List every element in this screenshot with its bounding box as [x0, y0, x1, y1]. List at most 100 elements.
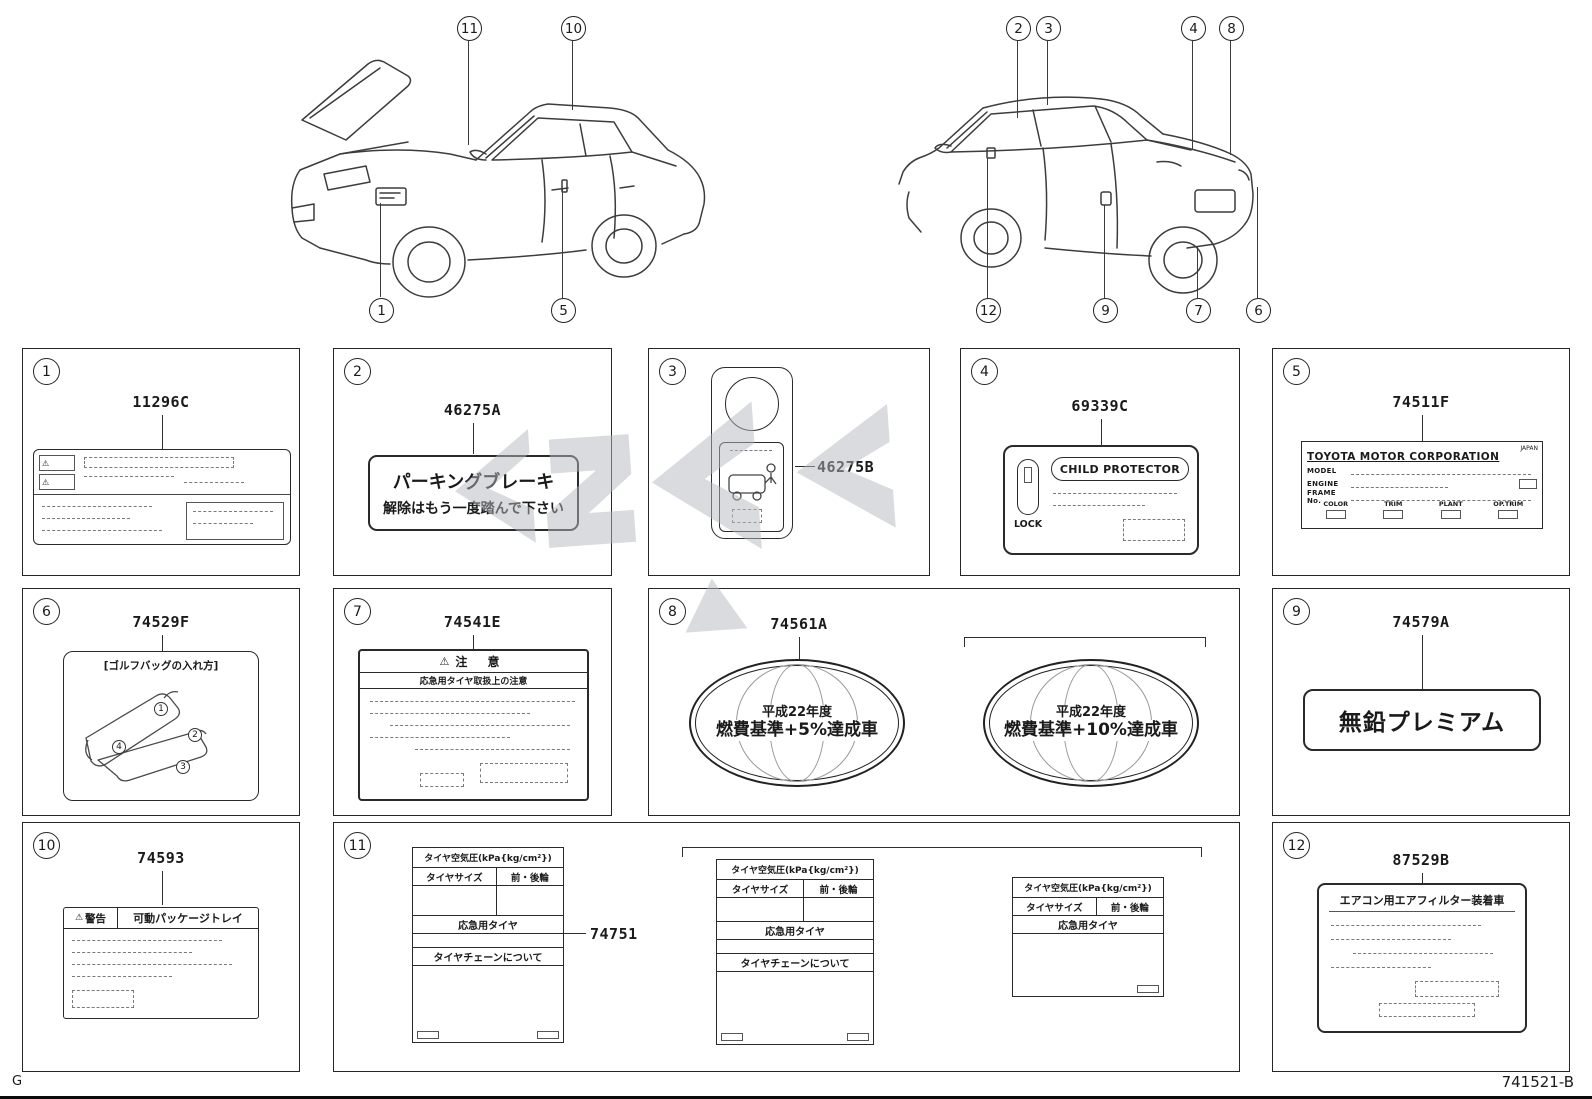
- placeholder-box: [732, 509, 762, 523]
- footer-rule: [0, 1096, 1592, 1099]
- callout-1[interactable]: 1: [369, 298, 394, 323]
- panel-7-number: 7: [344, 598, 371, 625]
- bracket-tick: [1205, 637, 1207, 647]
- part-number-74579A[interactable]: 74579A: [1392, 613, 1450, 631]
- callout-9[interactable]: 9: [1093, 298, 1118, 323]
- callout-3[interactable]: 3: [1036, 16, 1061, 41]
- panel-6: 6 74529F [ゴルフバッグの入れ方] 1 2 3 4: [22, 588, 300, 816]
- tire-pressure-table-1: タイヤ空気圧(kPa{kg/cm²}) タイヤサイズ 前・後輪 応急用タイヤ タ…: [412, 847, 564, 1043]
- leader-line: [473, 635, 475, 649]
- part-number-74751[interactable]: 74751: [590, 925, 638, 943]
- leader-line: [162, 635, 164, 651]
- part-number-74593[interactable]: 74593: [137, 849, 185, 867]
- tire-pressure-header: タイヤ空気圧(kPa{kg/cm²}): [1013, 878, 1163, 898]
- placeholder-line: [72, 940, 222, 941]
- warning-header: ⚠ 警告 可動パッケージトレイ: [64, 908, 258, 929]
- tire-size-label: タイヤサイズ: [717, 880, 805, 897]
- badge-year: 平成22年度: [1052, 704, 1130, 721]
- tire-pressure-table-3: タイヤ空気圧(kPa{kg/cm²}) タイヤサイズ 前・後輪 応急用タイヤ: [1012, 877, 1164, 997]
- badge-text: 燃費基準+10%達成車: [1002, 720, 1180, 742]
- part-number-87529B[interactable]: 87529B: [1392, 851, 1450, 869]
- table-empty-row: [413, 934, 563, 948]
- placeholder-line: [1351, 468, 1531, 475]
- hang-tag-body: [719, 442, 784, 532]
- leader-line: [1192, 41, 1194, 150]
- warning-text: 警告: [85, 912, 107, 925]
- placeholder-line: [193, 511, 273, 512]
- plate-model-label: MODEL: [1307, 467, 1337, 475]
- caution-title: 注 意: [455, 655, 508, 669]
- placeholder-line: [370, 701, 575, 702]
- warning-icon: ⚠: [74, 913, 84, 923]
- plate-country: JAPAN: [1520, 445, 1538, 452]
- leader-line: [795, 466, 815, 468]
- child-protector-title: CHILD PROTECTOR: [1051, 457, 1189, 481]
- parking-brake-label-line1: パーキングブレーキ: [392, 472, 555, 493]
- placeholder-line: [415, 749, 570, 750]
- panel-11-number: 11: [344, 832, 371, 859]
- badge-year: 平成22年度: [758, 704, 836, 721]
- callout-4[interactable]: 4: [1181, 16, 1206, 41]
- callout-2[interactable]: 2: [1006, 16, 1031, 41]
- placeholder-box: [721, 1033, 743, 1041]
- placeholder-line: [1331, 939, 1451, 940]
- tire-pressure-header: タイヤ空気圧(kPa{kg/cm²}): [717, 860, 873, 880]
- plate-color-col: COLOR: [1307, 500, 1365, 524]
- part-number-74541E[interactable]: 74541E: [443, 613, 502, 631]
- placeholder-line: [193, 523, 253, 524]
- leader-line: [162, 871, 164, 905]
- unleaded-premium-label: 無鉛プレミアム: [1303, 689, 1541, 751]
- callout-10[interactable]: 10: [561, 16, 586, 41]
- bracket-line: [964, 637, 1206, 639]
- warning-icon: ⚠: [39, 474, 75, 490]
- callout-7[interactable]: 7: [1186, 298, 1211, 323]
- car-front-three-quarter-drawing: [290, 59, 706, 298]
- leader-line: [162, 415, 164, 449]
- placeholder-line: [1053, 493, 1177, 494]
- callout-11[interactable]: 11: [457, 16, 482, 41]
- panel-10: 10 74593 ⚠ 警告 可動パッケージトレイ: [22, 822, 300, 1072]
- leader-line: [468, 41, 470, 145]
- part-number-46275A[interactable]: 46275A: [443, 401, 502, 419]
- callout-12[interactable]: 12: [976, 298, 1001, 323]
- panel-4: 4 69339C LOCK CHILD PROTECTOR: [960, 348, 1240, 576]
- part-number-74511F[interactable]: 74511F: [1392, 393, 1450, 411]
- part-number-74561A[interactable]: 74561A: [770, 615, 828, 633]
- part-number-11296C[interactable]: 11296C: [132, 393, 190, 411]
- placeholder-line: [72, 976, 172, 977]
- golf-bag-drawing: [85, 690, 208, 782]
- callout-5[interactable]: 5: [551, 298, 576, 323]
- plate-small-box: [1519, 479, 1537, 489]
- table-empty-cell: [497, 886, 563, 915]
- door-lock-knob: [1017, 459, 1039, 515]
- callout-8[interactable]: 8: [1219, 16, 1244, 41]
- leader-line: [1047, 41, 1049, 105]
- plate-maker: TOYOTA MOTOR CORPORATION: [1307, 451, 1500, 463]
- table-empty-row: [717, 972, 873, 1044]
- front-rear-label: 前・後輪: [819, 884, 858, 896]
- placeholder-box: [420, 773, 464, 787]
- panel-9-number: 9: [1283, 598, 1310, 625]
- leader-line: [1101, 419, 1103, 445]
- placeholder-line: [184, 482, 244, 483]
- callout-6[interactable]: 6: [1246, 298, 1271, 323]
- bracket-tick: [964, 637, 966, 647]
- panel-12-number: 12: [1283, 832, 1310, 859]
- panel-4-number: 4: [971, 358, 998, 385]
- part-number-46275B[interactable]: 46275B: [817, 458, 875, 476]
- plate-frame-label: FRAME No.: [1307, 489, 1336, 505]
- placeholder-box: [480, 763, 568, 783]
- placeholder-box: [84, 457, 234, 468]
- footer-document-number: 741521-B: [1501, 1073, 1574, 1091]
- tire-pressure-header: タイヤ空気圧(kPa{kg/cm²}): [413, 848, 563, 868]
- part-number-69339C[interactable]: 69339C: [1071, 397, 1129, 415]
- golf-bag-storage-label: [ゴルフバッグの入れ方] 1 2 3 4: [63, 651, 259, 801]
- leader-line: [564, 933, 586, 935]
- spare-tire-label: 応急用タイヤ: [413, 916, 563, 934]
- part-number-74529F[interactable]: 74529F: [132, 613, 190, 631]
- placeholder-line: [1351, 494, 1531, 501]
- panel-5: 5 74511F TOYOTA MOTOR CORPORATION JAPAN …: [1272, 348, 1570, 576]
- leader-line: [799, 637, 801, 659]
- fuel-economy-badge-5: 平成22年度 燃費基準+5%達成車: [689, 659, 905, 787]
